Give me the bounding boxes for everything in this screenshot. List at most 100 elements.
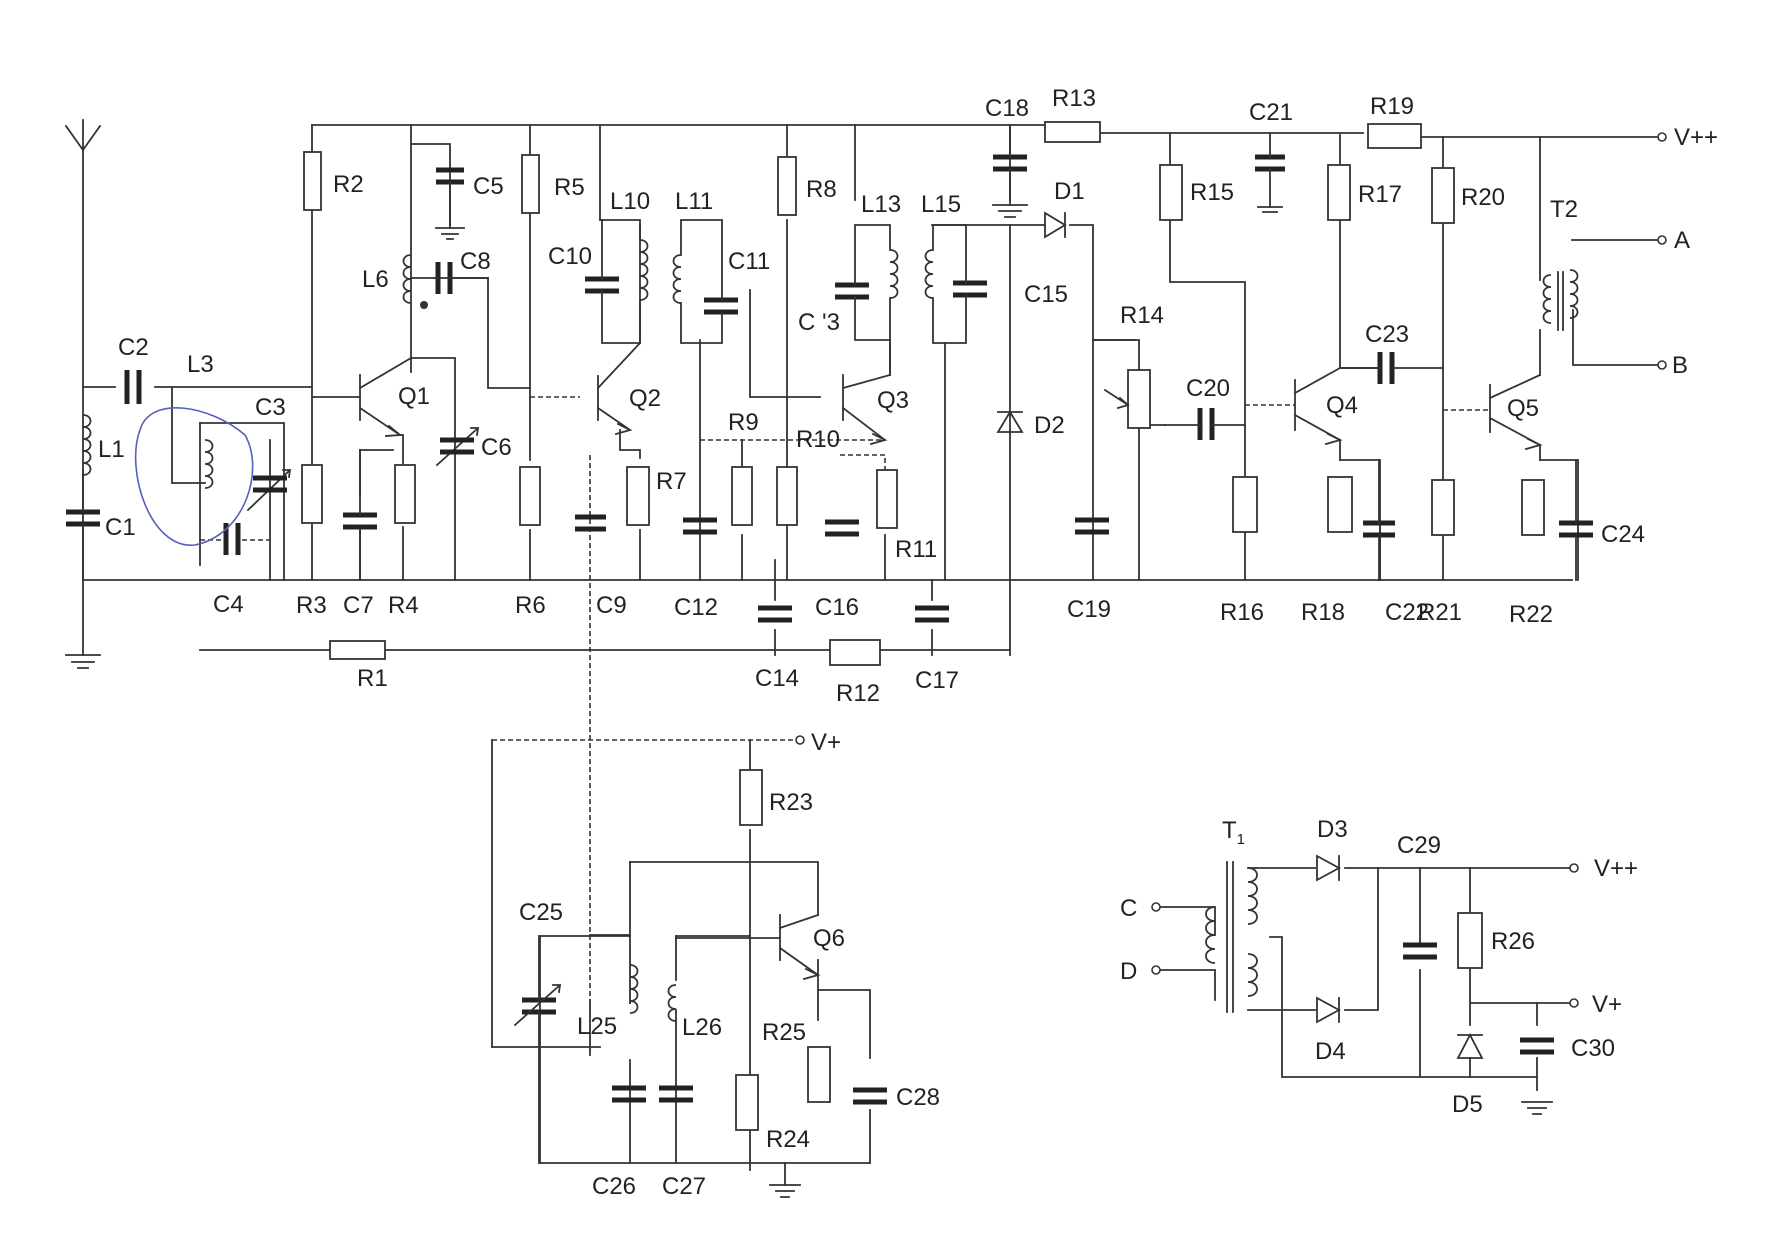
inductor-l10 xyxy=(639,239,649,301)
label-c8: C8 xyxy=(460,248,491,275)
capacitor-c22 xyxy=(1363,459,1395,581)
resistor-r20 xyxy=(1431,167,1455,224)
capacitor-c16 xyxy=(825,519,859,537)
inductor-l13 xyxy=(889,249,899,299)
capacitor-c26 xyxy=(612,1085,646,1103)
capacitor-c19 xyxy=(1075,517,1109,535)
label-q1: Q1 xyxy=(398,383,430,410)
label-r17: R17 xyxy=(1358,181,1402,208)
trimmer-arrows xyxy=(246,426,562,1027)
label-d2: D2 xyxy=(1034,412,1065,439)
resistor-r4 xyxy=(394,464,416,524)
label-r13: R13 xyxy=(1052,85,1096,112)
diode-d2 xyxy=(996,410,1024,433)
transistor-q6 xyxy=(675,913,821,981)
resistor-r2 xyxy=(303,151,322,211)
label-l13: L13 xyxy=(861,191,901,218)
resistor-r6 xyxy=(519,466,541,526)
label-c6: C6 xyxy=(481,434,512,461)
resistor-r12 xyxy=(829,639,881,666)
capacitor-c10 xyxy=(585,219,641,344)
label-q2: Q2 xyxy=(629,385,661,412)
inductor-l3 xyxy=(204,439,214,489)
label-l11: L11 xyxy=(675,188,713,215)
diode-d3 xyxy=(1316,854,1341,882)
label-r25: R25 xyxy=(762,1019,806,1046)
label-c29: C29 xyxy=(1397,832,1441,859)
label-l1: L1 xyxy=(98,436,125,463)
label-c1: C1 xyxy=(105,514,136,541)
label-c12: C12 xyxy=(674,594,718,621)
capacitor-c17 xyxy=(915,605,949,623)
terminal-b xyxy=(1657,360,1667,370)
ground-symbol-osc xyxy=(769,1184,801,1198)
transistor-q1 xyxy=(358,356,413,437)
terminal-label-vpp-psu: V++ xyxy=(1594,855,1638,882)
label-l10: L10 xyxy=(610,188,650,215)
label-r3: R3 xyxy=(296,592,327,619)
terminal-a xyxy=(1657,235,1667,245)
resistor-r25 xyxy=(807,1046,831,1103)
label-l15: L15 xyxy=(921,191,961,218)
label-l26: L26 xyxy=(682,1014,722,1041)
label-r26: R26 xyxy=(1491,928,1535,955)
label-c21: C21 xyxy=(1249,99,1293,126)
label-l3: L3 xyxy=(187,351,214,378)
resistor-r16 xyxy=(1232,476,1258,533)
label-r7: R7 xyxy=(656,468,687,495)
label-l6: L6 xyxy=(362,266,389,293)
resistor-r8 xyxy=(777,156,797,216)
label-q6: Q6 xyxy=(813,925,845,952)
capacitor-c14 xyxy=(758,605,792,623)
label-q5: Q5 xyxy=(1507,395,1539,422)
label-c3: C3 xyxy=(255,394,286,421)
label-c14: C14 xyxy=(755,665,799,692)
label-r5: R5 xyxy=(554,174,585,201)
component-labels: R1 R2 R3 R4 R5 R6 R7 R8 R9 R10 R11 R12 R… xyxy=(98,85,1645,1200)
label-c5: C5 xyxy=(473,173,504,200)
pen-dot xyxy=(420,301,428,309)
resistor-r17 xyxy=(1327,164,1351,221)
label-r10: R10 xyxy=(796,426,840,453)
resistor-r18 xyxy=(1327,476,1353,533)
label-r2: R2 xyxy=(333,171,364,198)
label-t2: T2 xyxy=(1550,196,1578,223)
pen-annotation xyxy=(134,407,254,546)
label-c7: C7 xyxy=(343,592,374,619)
label-d3: D3 xyxy=(1317,816,1348,843)
label-r21: R21 xyxy=(1418,599,1462,626)
terminal-label-d: D xyxy=(1120,958,1137,985)
label-c2: C2 xyxy=(118,334,149,361)
capacitor-c28 xyxy=(853,1087,887,1105)
capacitor-c13 xyxy=(835,282,869,300)
resistor-r11 xyxy=(876,469,898,529)
terminal-label-a: A xyxy=(1674,227,1690,254)
capacitor-c30 xyxy=(1520,1037,1554,1055)
ground-symbol-psu xyxy=(1521,1101,1553,1115)
capacitor-c20 xyxy=(1164,408,1246,440)
terminal-label-vpp-main: V++ xyxy=(1674,124,1718,151)
label-r9: R9 xyxy=(728,409,759,436)
label-c25: C25 xyxy=(519,899,563,926)
diodes xyxy=(996,211,1484,1059)
inductors xyxy=(82,219,967,1022)
label-c17: C17 xyxy=(915,667,959,694)
transformer-t2 xyxy=(1542,269,1579,331)
terminal-label-c: C xyxy=(1120,895,1137,922)
label-c9: C9 xyxy=(596,592,627,619)
label-c30: C30 xyxy=(1571,1035,1615,1062)
capacitor-c18 xyxy=(993,124,1027,206)
ground-symbol-c5 xyxy=(435,227,465,240)
label-r22: R22 xyxy=(1509,601,1553,628)
terminal-vplus-psu xyxy=(1569,998,1579,1008)
label-r11: R11 xyxy=(895,536,937,563)
transistor-q3 xyxy=(841,342,892,446)
label-c16: C16 xyxy=(815,594,859,621)
label-c22: C22 xyxy=(1385,599,1429,626)
resistor-r9 xyxy=(731,466,753,526)
label-q4: Q4 xyxy=(1326,392,1358,419)
terminal-vpp-main xyxy=(1657,132,1667,142)
transistor-q5 xyxy=(1488,373,1543,461)
capacitor-c27 xyxy=(659,1085,693,1103)
diode-d5 xyxy=(1456,1033,1484,1059)
